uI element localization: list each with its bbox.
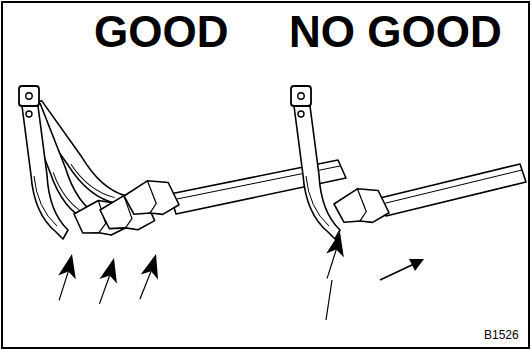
direction-arrow (380, 259, 424, 280)
hammer-handle (380, 164, 526, 216)
panel-heading: GOOD (94, 10, 228, 54)
figure-code: B1526 (484, 329, 519, 341)
panel-heading: NO GOOD (289, 10, 502, 54)
no-good-illustration (291, 86, 526, 320)
good-illustration (19, 86, 346, 307)
